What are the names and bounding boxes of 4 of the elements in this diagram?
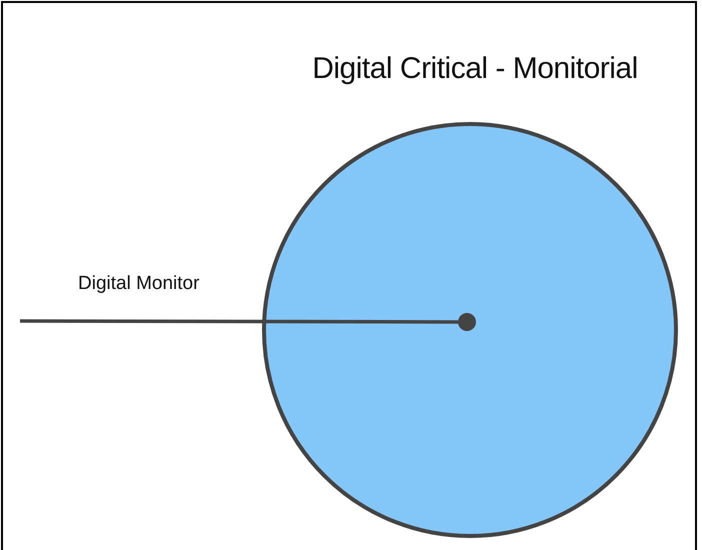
leader-line xyxy=(20,319,458,324)
center-dot xyxy=(458,313,476,331)
circle-shape xyxy=(262,122,678,538)
diagram-title: Digital Critical - Monitorial xyxy=(311,52,639,86)
